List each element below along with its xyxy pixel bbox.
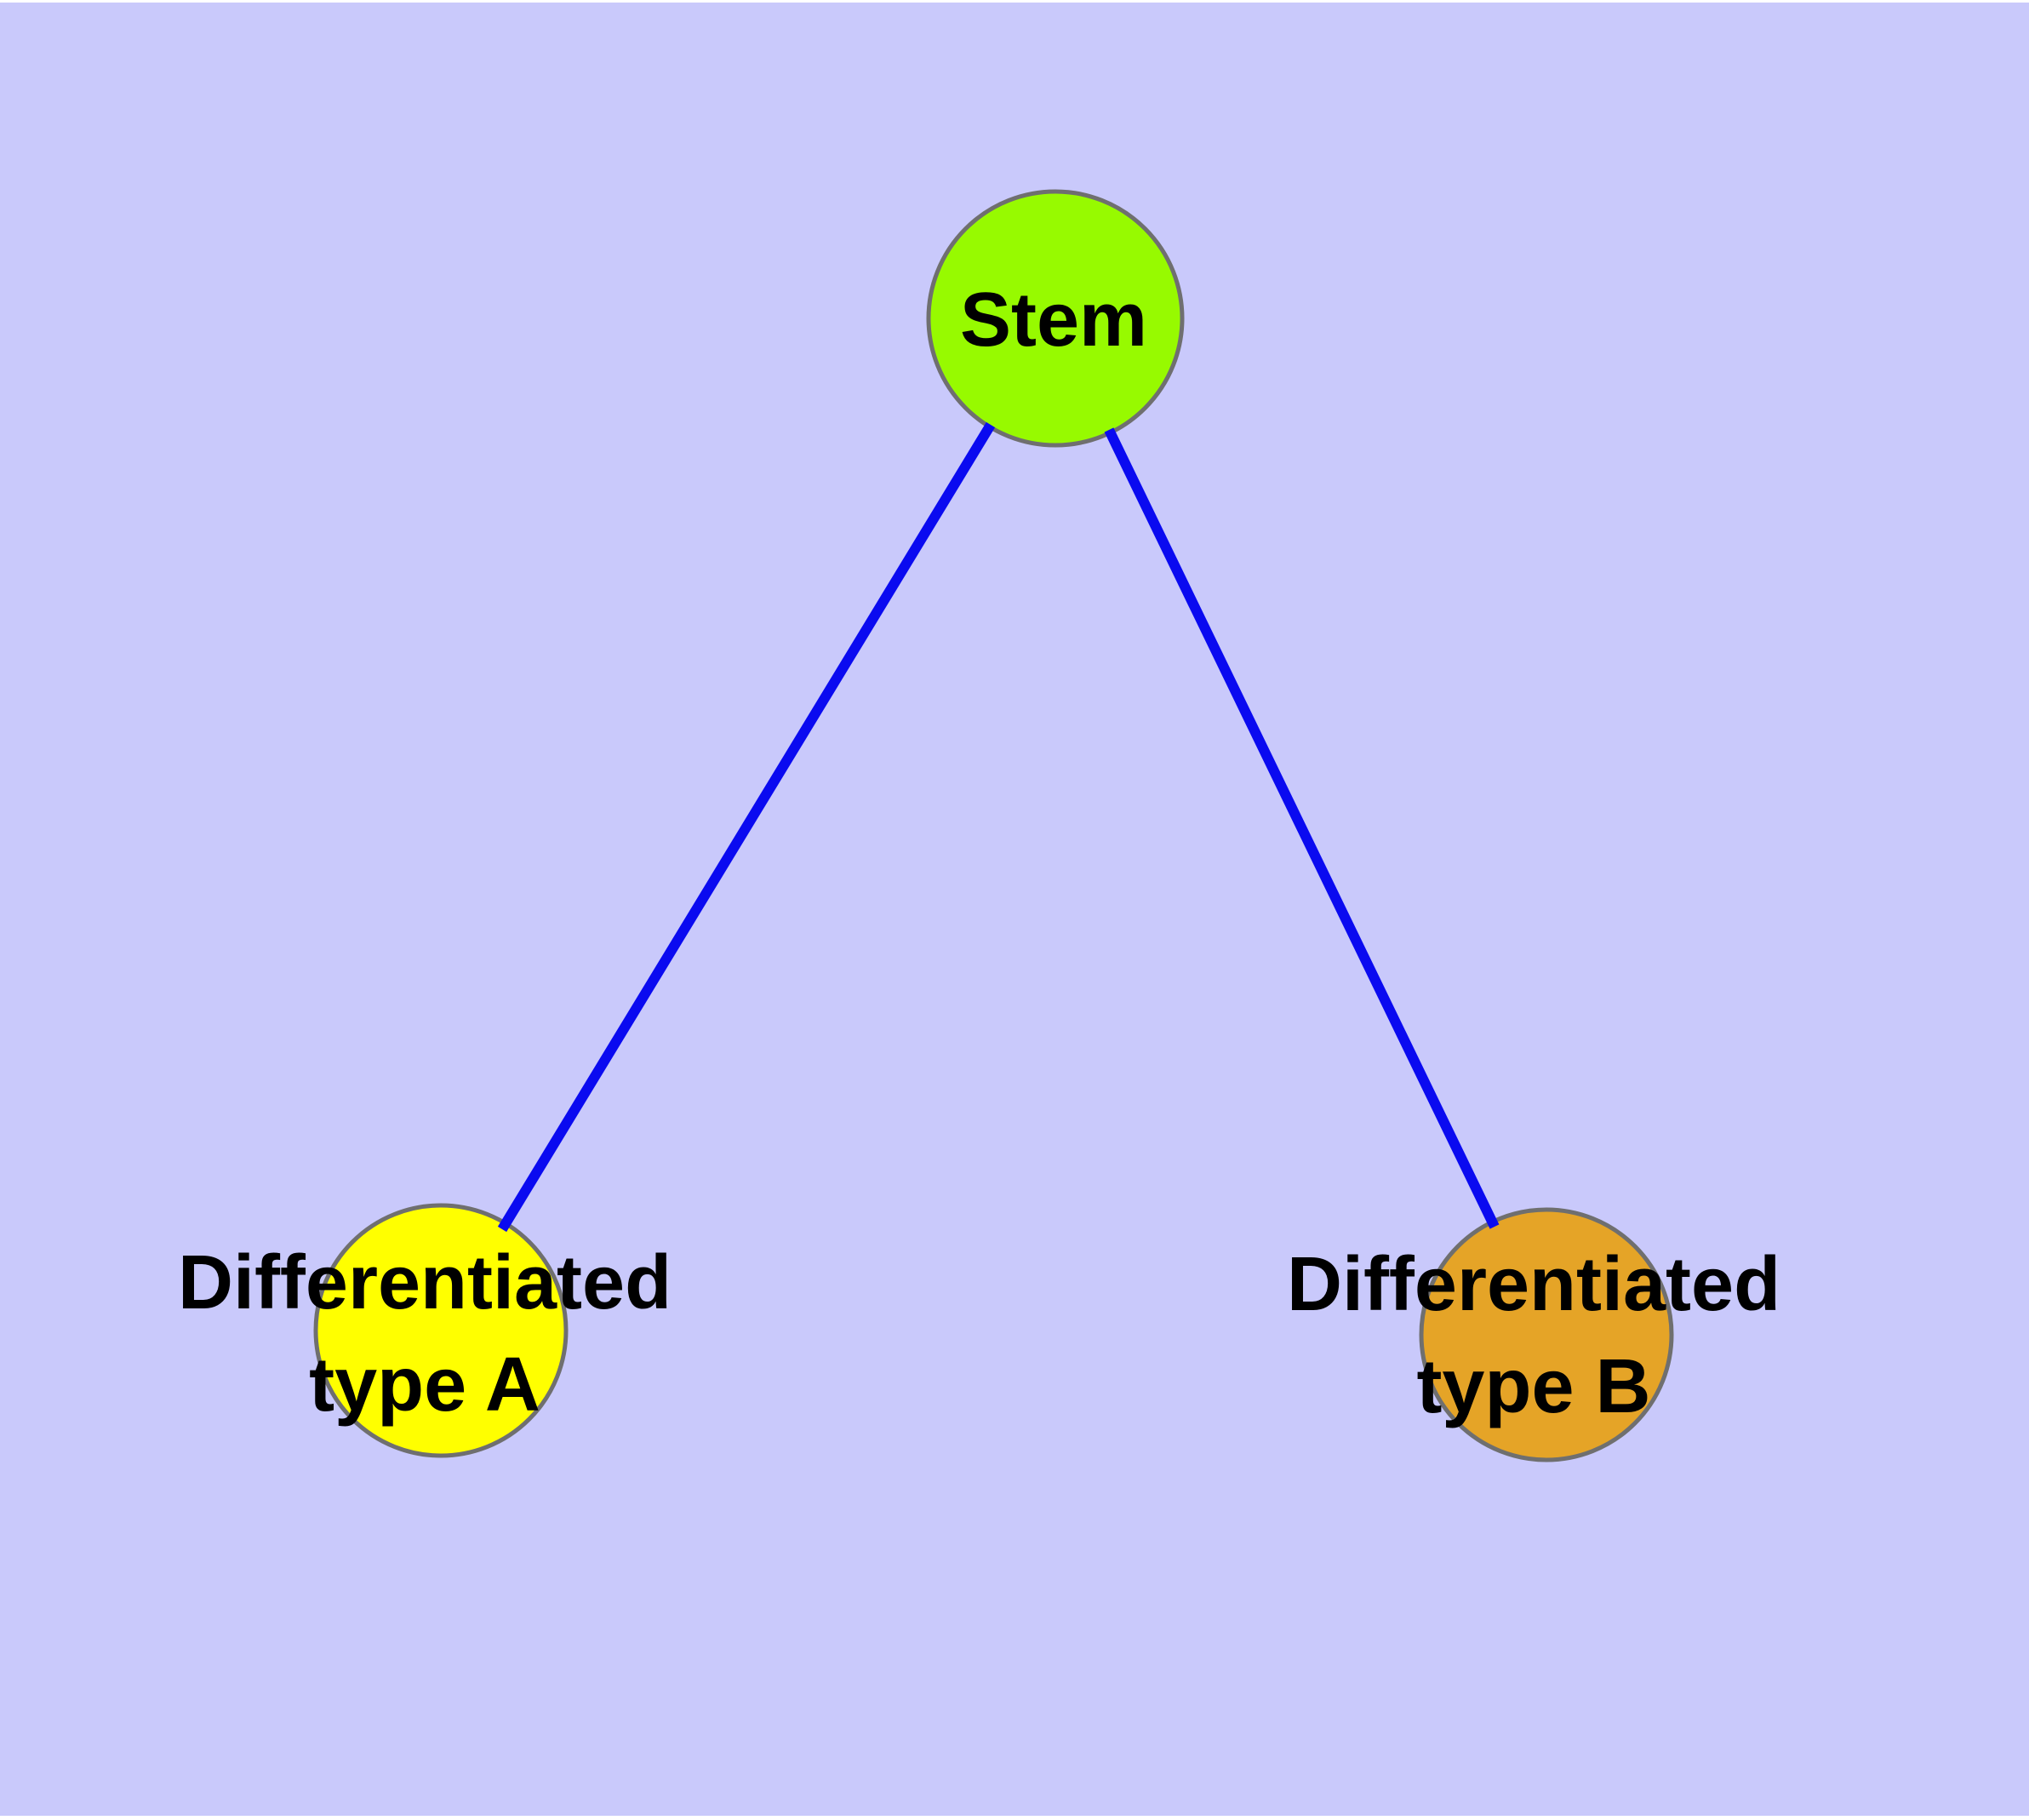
node-differentiated-type-b-label-line2: type B [1416,1344,1651,1429]
node-differentiated-type-b-label: Differentiated type B [1287,1233,1780,1438]
node-differentiated-type-a-label-line1: Differentiated [177,1240,672,1325]
node-differentiated-type-b-label-line1: Differentiated [1286,1242,1781,1327]
node-differentiated-type-b-circle [1419,1207,1674,1462]
edge-stem-to-type-a [497,421,996,1233]
node-differentiated-type-a-label: Differentiated type A [178,1232,672,1436]
node-stem-circle [926,189,1185,448]
node-differentiated-type-a-label-line2: type A [309,1342,540,1428]
node-differentiated-type-a-circle [313,1203,569,1458]
edge-stem-to-type-b [1104,427,1500,1229]
node-stem-label: Stem [959,278,1148,363]
